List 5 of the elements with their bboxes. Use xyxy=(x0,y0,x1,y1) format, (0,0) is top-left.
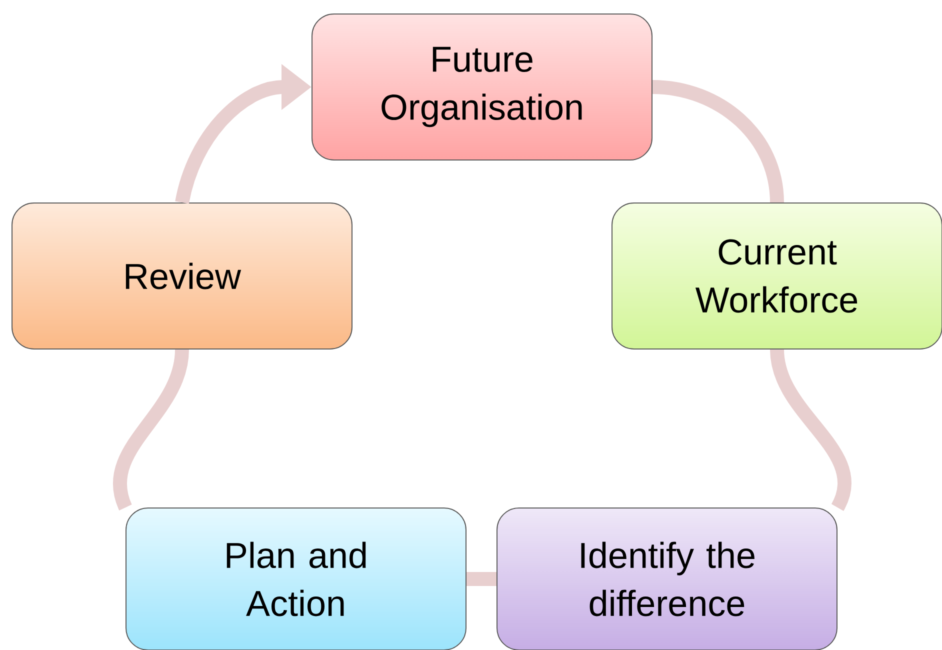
process-box: Plan and Action xyxy=(126,508,466,650)
process-box: Review xyxy=(12,202,352,350)
process-box: Future Organisation xyxy=(312,14,652,160)
process-box: Current Workforce xyxy=(612,202,942,350)
process-box: Identify the difference xyxy=(496,508,838,650)
